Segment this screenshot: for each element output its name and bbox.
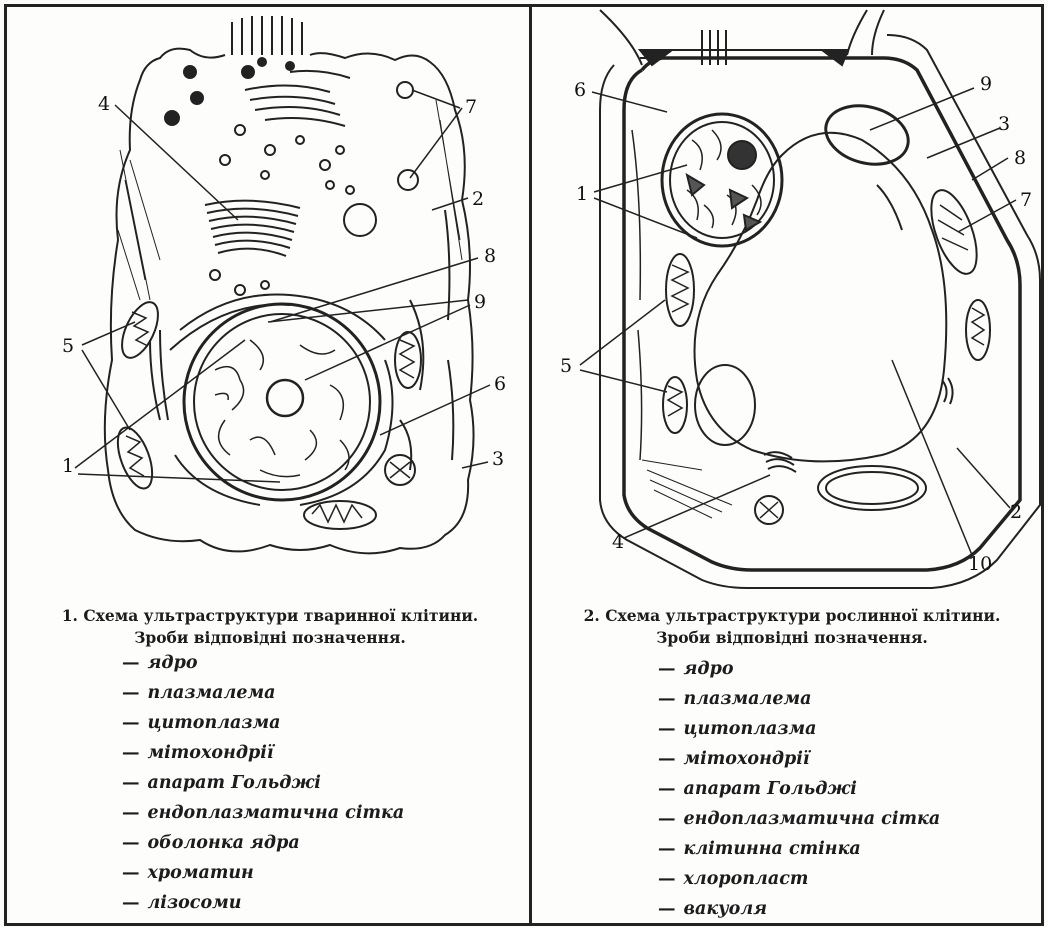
animal-cell-diagram: 4 7 2 8 9 5 6 1 3	[0, 0, 530, 600]
legend-item: —ендоплазматична сітка	[122, 798, 404, 828]
plant-callout-6: 6	[574, 79, 586, 101]
legend-item: —клітинна стінка	[658, 834, 940, 864]
plant-plasma-membrane	[624, 58, 1020, 570]
plant-caption-instruction: Зроби відповідні позначення.	[542, 627, 1042, 649]
plant-callout-10: 10	[968, 553, 992, 575]
animal-legend: —ядро —плазмалема —цитоплазма —мітохондр…	[122, 648, 404, 918]
plant-caption-title: 2. Схема ультраструктури рослинної кліти…	[542, 605, 1042, 627]
legend-item: —хлоропласт	[658, 864, 940, 894]
legend-item: —цитоплазма	[122, 708, 404, 738]
animal-callout-6: 6	[494, 373, 506, 395]
animal-callout-8: 8	[484, 245, 496, 267]
legend-item: —апарат Гольджі	[122, 768, 404, 798]
legend-item: —ядро	[658, 654, 940, 684]
animal-callout-1: 1	[62, 455, 74, 477]
plant-callout-1: 1	[576, 183, 588, 205]
plant-cell-wall-outer	[600, 35, 1040, 588]
golgi-apparatus	[205, 201, 300, 256]
plant-cell-diagram: 6 9 3 8 1 7 5 4 2 10	[532, 0, 1048, 600]
plant-callout-7: 7	[1020, 189, 1032, 211]
legend-item: —мітохондрії	[658, 744, 940, 774]
plant-golgi	[764, 378, 953, 472]
legend-item: —плазмалема	[658, 684, 940, 714]
plant-callout-4: 4	[612, 531, 624, 553]
legend-item: —мітохондрії	[122, 738, 404, 768]
legend-item: —оболонка ядра	[122, 828, 404, 858]
vesicles	[210, 82, 418, 295]
animal-callout-3: 3	[492, 448, 504, 470]
plant-er	[632, 130, 902, 518]
plant-cell-panel: 6 9 3 8 1 7 5 4 2 10 2. Схема ультрастру…	[532, 0, 1048, 928]
animal-callout-4: 4	[98, 93, 110, 115]
animal-nucleus	[170, 294, 393, 505]
plant-callout-3: 3	[998, 113, 1010, 135]
legend-item: —плазмалема	[122, 678, 404, 708]
plant-callout-2: 2	[1010, 501, 1022, 523]
plant-callout-9: 9	[980, 73, 992, 95]
plant-legend: —ядро —плазмалема —цитоплазма —мітохондр…	[658, 654, 940, 924]
animal-caption: 1. Схема ультраструктури тваринної кліти…	[20, 605, 520, 649]
animal-leader-lines	[75, 90, 490, 482]
legend-item: —цитоплазма	[658, 714, 940, 744]
animal-cell-panel: 4 7 2 8 9 5 6 1 3 1. Схема ультраструкту…	[0, 0, 530, 928]
plant-callout-5: 5	[560, 355, 572, 377]
microvilli	[232, 16, 302, 55]
lysosomes	[165, 58, 294, 125]
animal-callout-7: 7	[465, 96, 477, 118]
legend-item: —ядро	[122, 648, 404, 678]
plant-vacuole	[695, 133, 947, 462]
er-strands	[150, 210, 453, 470]
animal-callout-9: 9	[474, 291, 486, 313]
legend-item: —апарат Гольджі	[658, 774, 940, 804]
legend-item: —хроматин	[122, 858, 404, 888]
animal-caption-title: 1. Схема ультраструктури тваринної кліти…	[20, 605, 520, 627]
legend-item: —лізосоми	[122, 888, 404, 918]
animal-callout-2: 2	[472, 188, 484, 210]
animal-caption-instruction: Зроби відповідні позначення.	[20, 627, 520, 649]
plant-callout-8: 8	[1014, 147, 1026, 169]
plant-caption: 2. Схема ультраструктури рослинної кліти…	[542, 605, 1042, 649]
top-er	[245, 71, 350, 126]
legend-item: —вакуоля	[658, 894, 940, 924]
plant-leader-lines	[580, 88, 1016, 555]
legend-item: —ендоплазматична сітка	[658, 804, 940, 834]
animal-callout-5: 5	[62, 335, 74, 357]
